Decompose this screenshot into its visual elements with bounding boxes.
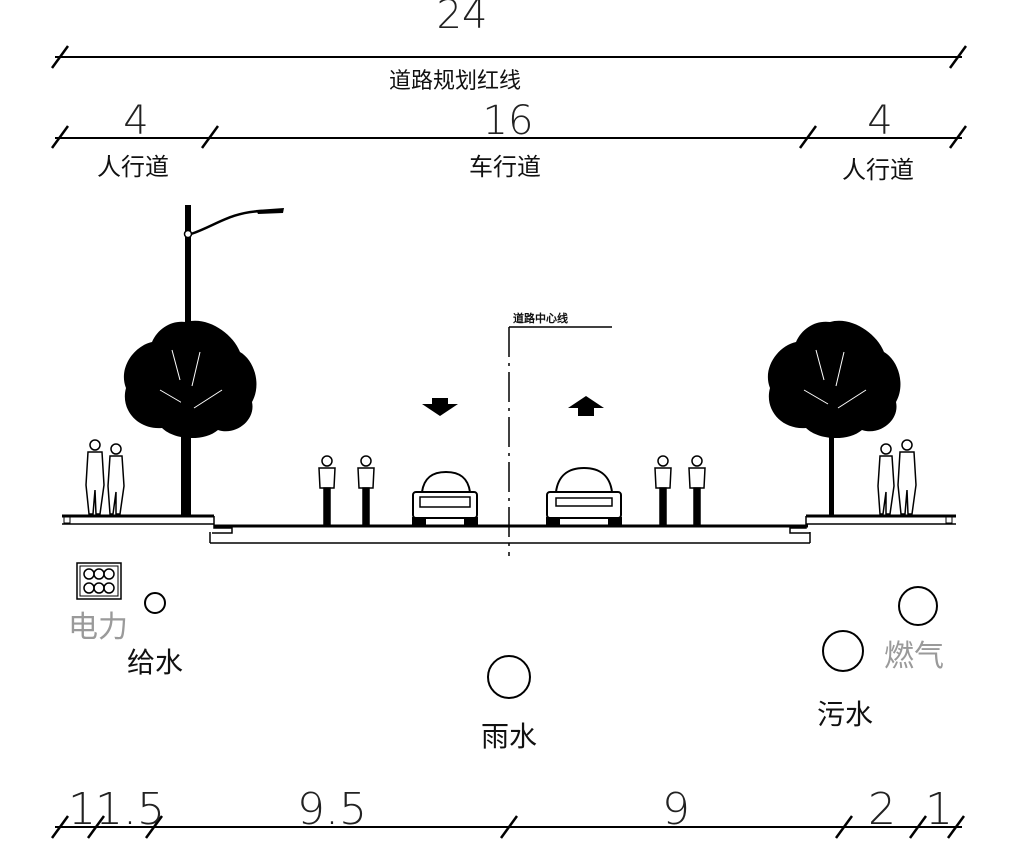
carriageway-width: 16 <box>483 98 534 144</box>
bottom-dim-4: 9 <box>662 784 690 835</box>
right-sidewalk-width: 4 <box>867 98 892 144</box>
cyclists-left <box>318 455 375 525</box>
arrow-up-icon <box>568 396 604 416</box>
bottom-dim-5: 2 <box>868 784 896 835</box>
left-sidewalk-label: 人行道 <box>97 153 169 181</box>
pedestrians-left <box>85 439 125 515</box>
red-line-label: 道路规划红线 <box>389 69 521 94</box>
gas-pipe-icon <box>898 586 938 626</box>
bottom-dim-3: 9.5 <box>297 784 367 835</box>
bottom-dimension-chain: 1 1.5 9.5 9 2 1 <box>50 784 966 839</box>
storm-pipe-icon <box>487 655 531 699</box>
pedestrians-right <box>877 439 917 515</box>
water-supply-label: 给水 <box>127 646 183 679</box>
right-sidewalk-label: 人行道 <box>842 156 914 184</box>
dim-24-group: 24 道路规划红线 <box>50 0 968 94</box>
bottom-dim-1: 1 <box>68 784 96 835</box>
power-duct-icon <box>76 562 122 600</box>
storm-label: 雨水 <box>481 720 537 753</box>
arrow-down-icon <box>422 398 458 416</box>
car-right <box>546 466 622 526</box>
power-label: 电力 <box>68 610 128 645</box>
road-centerline: 道路中心线 <box>508 311 612 556</box>
centerline-label: 道路中心线 <box>513 311 568 325</box>
gas-label: 燃气 <box>884 639 944 674</box>
left-sidewalk-width: 4 <box>123 98 148 144</box>
car-left <box>412 470 478 526</box>
right-tree <box>767 320 901 516</box>
sewage-label: 污水 <box>817 698 873 731</box>
bottom-dim-6: 1 <box>925 784 953 835</box>
left-tree <box>123 320 257 516</box>
bottom-dim-2: 1.5 <box>95 784 165 835</box>
cyclists-right <box>654 455 706 525</box>
water-supply-pipe-icon <box>144 592 166 614</box>
sewage-pipe-icon <box>822 630 864 672</box>
dim-segments-group: 4 16 4 人行道 车行道 人行道 <box>50 98 968 184</box>
carriageway-label: 车行道 <box>469 153 541 181</box>
total-width: 24 <box>437 0 488 38</box>
